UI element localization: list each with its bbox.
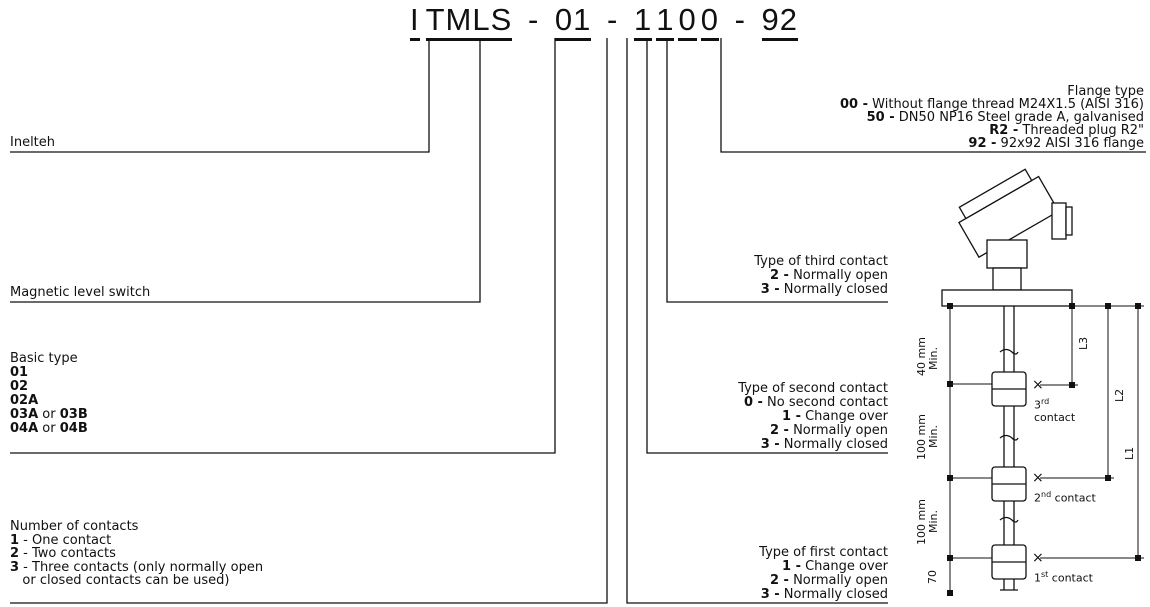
contact-1-mark: × [1032, 550, 1044, 566]
dim-l2: L2 [1113, 388, 1126, 402]
dim-100a-value: 100 mm [915, 414, 928, 460]
flange-item: 92 - 92x92 AISI 316 flange [968, 136, 1144, 151]
number-of-contacts-title: Number of contacts [10, 519, 139, 534]
contacts-item: or closed contacts can be used) [10, 573, 230, 588]
code-second-contact: 0 [678, 2, 697, 41]
second-contact-item: 1 - Change over [782, 409, 888, 424]
leader-flange [720, 38, 1146, 153]
second-contact-block: Type of second contact 0 - No second con… [738, 382, 888, 452]
first-contact-title: Type of first contact [759, 545, 888, 560]
code-third-contact: 0 [700, 2, 719, 41]
second-contact-item: 2 - Normally open [769, 423, 888, 438]
number-of-contacts-block: Number of contacts 1 - One contact 2 - T… [10, 520, 263, 588]
code-sep-2: - [607, 2, 619, 37]
first-contact-block: Type of first contact 1 - Change over 2 … [759, 546, 888, 602]
second-contact-item: 3 - Normally closed [760, 437, 888, 452]
contact-3-label: 3rd contact [1034, 397, 1076, 424]
contact-3-mark: × [1032, 377, 1044, 393]
basic-type-item: 03A or 03B [10, 407, 88, 422]
dim-100a-min-label: Min. [927, 424, 940, 448]
dim-40-min-label: Min. [927, 346, 940, 370]
flange-type-title: Flange type [1067, 84, 1144, 99]
first-contact-item: 2 - Normally open [769, 573, 888, 588]
code-sep-3: - [734, 2, 746, 37]
contacts-item: 1 - One contact [10, 532, 112, 548]
first-contact-item: 1 - Change over [782, 559, 888, 574]
third-contact-item: 2 - Normally open [769, 268, 888, 283]
third-contact-block: Type of third contact 2 - Normally open … [754, 255, 888, 297]
basic-type-item: 01 [10, 365, 29, 380]
basic-type-item: 02A [10, 393, 39, 408]
leader-contacts [10, 38, 608, 604]
contact-1-label: 1st contact [1034, 570, 1093, 585]
dim-l3: L3 [1077, 336, 1090, 350]
leader-first [626, 38, 888, 604]
dim-40-value: 40 mm [915, 337, 928, 376]
code-brand: I [410, 2, 420, 41]
third-contact-title: Type of third contact [754, 254, 888, 269]
code-flange: 92 [761, 2, 799, 41]
second-contact-item: 0 - No second contact [743, 395, 888, 410]
dim-l1: L1 [1123, 446, 1136, 460]
flange-item: 50 - DN50 NP16 Steel grade A, galvanised [866, 110, 1144, 125]
level-switch-drawing [941, 168, 1073, 591]
third-contact-item: 3 - Normally closed [760, 282, 888, 297]
second-contact-title: Type of second contact [738, 381, 888, 396]
dim-70: 70 [926, 570, 939, 584]
dimension-lines [949, 305, 1144, 593]
leader-basic [10, 38, 556, 454]
basic-type-item: 02 [10, 379, 29, 394]
basic-type-title: Basic type [10, 351, 78, 366]
code-sep-1: - [527, 2, 540, 37]
basic-type-item: 04A or 04B [10, 421, 88, 436]
label-inelteh: Inelteh [10, 135, 56, 150]
flange-item: R2 - Threaded plug R2" [989, 123, 1144, 138]
code-basic: 01 [554, 2, 592, 41]
leader-third [666, 38, 888, 303]
leader-second [646, 38, 888, 454]
dim-100b-min-label: Min. [927, 509, 940, 533]
dimension-ticks [947, 303, 1141, 596]
code-type: TMLS [425, 2, 513, 41]
dim-100b-value: 100 mm [915, 499, 928, 545]
basic-type-block: Basic type 01 02 02A 03A or 03B 04A or 0… [10, 352, 88, 436]
flange-type-block: Flange type 00 - Without flange thread M… [840, 85, 1144, 150]
contact-2-mark: × [1032, 470, 1044, 486]
code-first-contact: 1 [656, 2, 675, 41]
label-magnetic-level-switch: Magnetic level switch [10, 285, 151, 300]
first-contact-item: 3 - Normally closed [760, 587, 888, 602]
contacts-item: 3 - Three contacts (only normally open [10, 559, 264, 575]
code-contact-count: 1 [633, 2, 653, 41]
leader-inelteh [10, 38, 430, 153]
leader-magnetic [10, 38, 481, 303]
flange-item: 00 - Without flange thread M24X1.5 (AISI… [840, 97, 1144, 112]
contacts-item: 2 - Two contacts [10, 546, 116, 561]
contact-2-label: 2nd contact [1034, 490, 1096, 505]
